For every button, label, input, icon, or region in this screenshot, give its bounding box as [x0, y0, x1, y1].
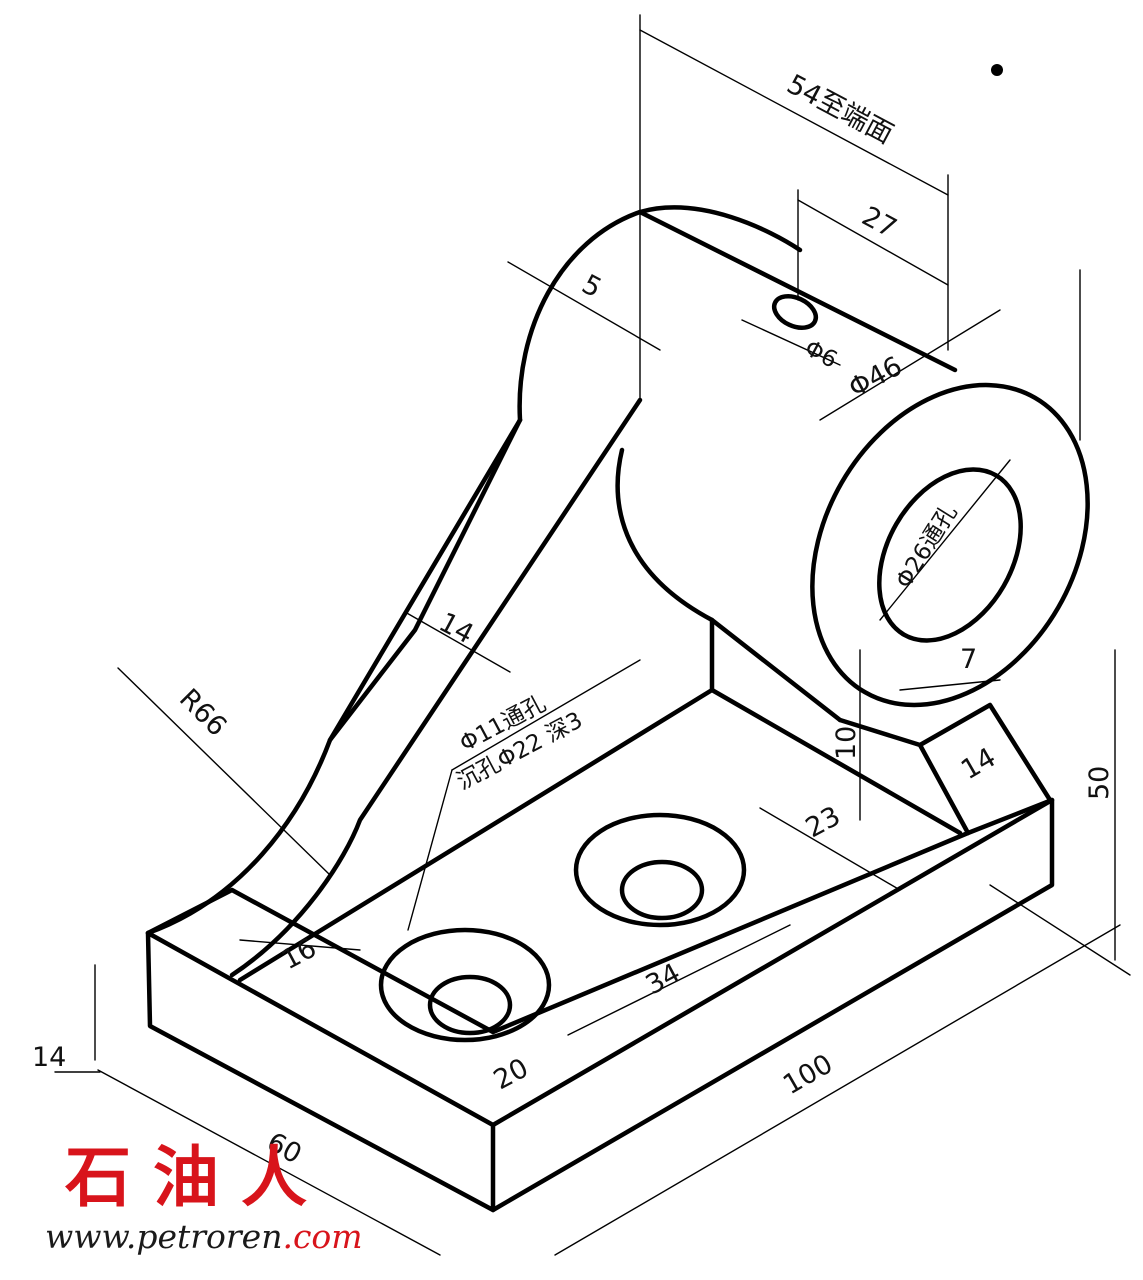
- dimension-labels: 54至端面 27 5 Φ6 Φ46 Φ26通孔 14 R66 Φ11通孔 沉孔Φ…: [32, 69, 1115, 1171]
- dimension-lines: [54, 14, 1131, 1256]
- dim-10: 10: [831, 726, 862, 760]
- dim-phi6: Φ6: [800, 335, 841, 373]
- watermark-url: www.petroren.com: [45, 1217, 363, 1256]
- dim-54-to-end-face: 54至端面: [782, 69, 898, 151]
- support-block: [709, 617, 1053, 836]
- ink-dot: [991, 64, 1003, 76]
- dim-r66: R66: [173, 683, 232, 742]
- dim-34: 34: [641, 958, 686, 1002]
- cylinder-bottom-line: [615, 447, 843, 723]
- watermark-brand: 石油人: [65, 1138, 329, 1216]
- counterbore-back: [573, 812, 747, 928]
- rib-left-curve: [145, 417, 523, 936]
- cylinder-bore-hole: [877, 467, 1023, 643]
- dim-16: 16: [277, 933, 322, 977]
- dim-50: 50: [1084, 766, 1115, 800]
- dim-rib-14: 14: [434, 607, 479, 651]
- watermark: 石油人 www.petroren.com: [45, 1138, 363, 1256]
- cylinder-back-arc: [517, 205, 803, 423]
- dim-base-14: 14: [32, 1042, 66, 1073]
- rib-top-edge: [327, 417, 523, 743]
- dim-23: 23: [801, 801, 846, 845]
- url-prefix: www.: [45, 1217, 136, 1256]
- dim-7: 7: [960, 644, 977, 675]
- part-outline: [145, 205, 1090, 1213]
- dim-20: 20: [489, 1053, 534, 1097]
- base-plate-top-edge: [145, 797, 1055, 1035]
- dim-phi46: Φ46: [844, 351, 908, 404]
- dim-support-14: 14: [956, 742, 1001, 786]
- url-brand: petroren: [136, 1217, 282, 1256]
- counterbore-front-inner: [427, 974, 513, 1036]
- counterbore-back-inner: [619, 859, 705, 921]
- small-hole: [771, 294, 819, 330]
- dim-5: 5: [577, 269, 607, 304]
- base-plate-front-right-face: [490, 797, 1055, 1213]
- dim-100: 100: [778, 1048, 838, 1101]
- url-suffix: .com: [282, 1217, 362, 1256]
- counterbore-front: [378, 927, 552, 1043]
- rib-right-curve: [229, 397, 643, 978]
- cylinder-front-face: [810, 382, 1090, 708]
